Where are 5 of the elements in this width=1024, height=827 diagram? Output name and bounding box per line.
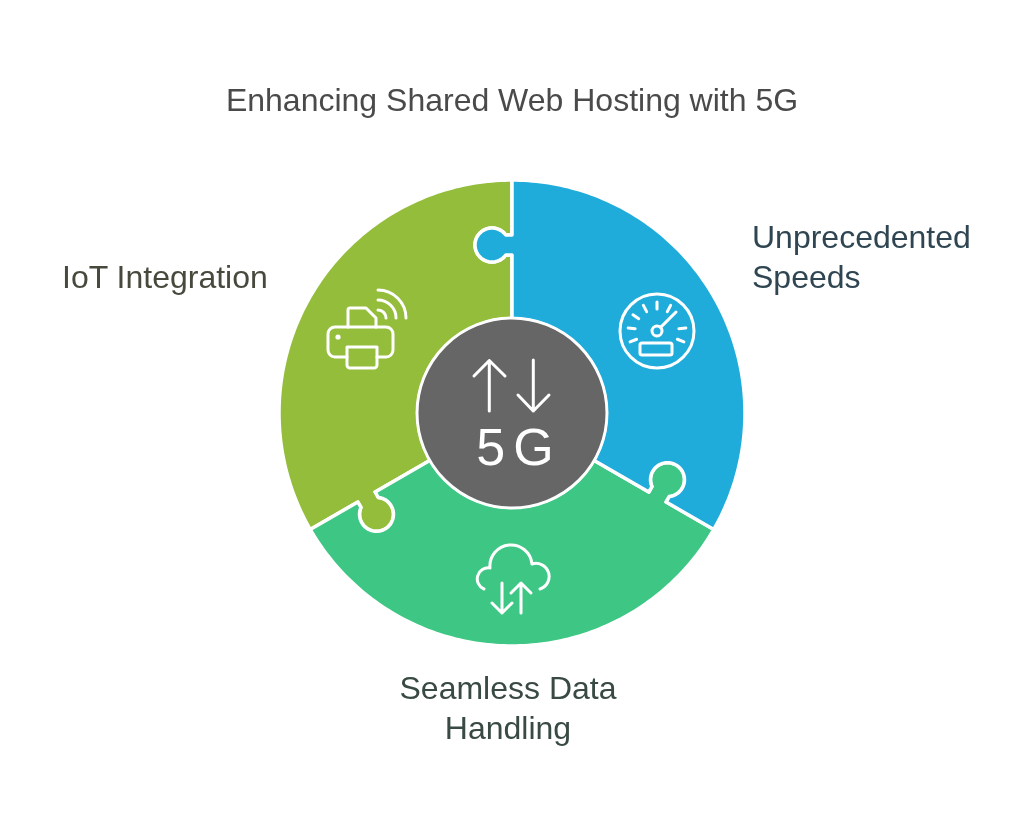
segment-label: Unprecedented Speeds <box>752 218 971 297</box>
segment-label: Seamless Data Handling <box>398 669 618 748</box>
segment-label: IoT Integration <box>62 258 268 297</box>
center-label: 5G <box>475 417 562 477</box>
title: Enhancing Shared Web Hosting with 5G <box>225 81 799 120</box>
